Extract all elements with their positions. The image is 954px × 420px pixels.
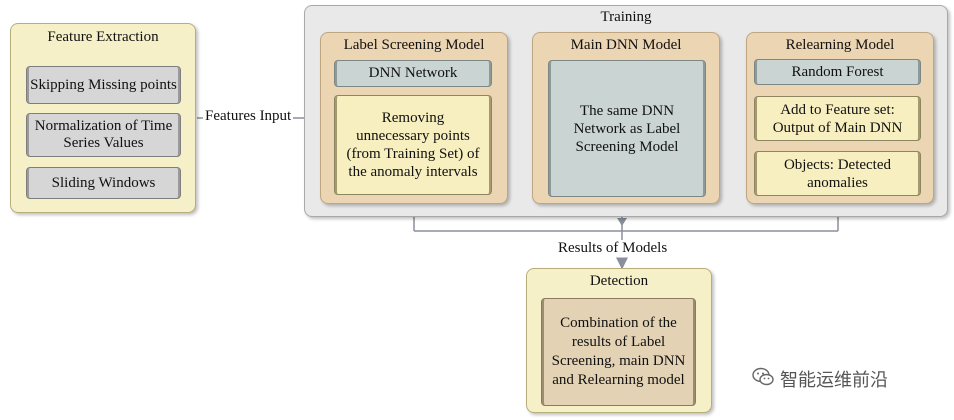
feature-item-normalization: Normalization of Time Series Values [26,113,181,157]
feature-set-box: Add to Feature set: Output of Main DNN [754,96,921,141]
label-screening-description: Removing unnecessary points (from Traini… [334,95,492,195]
detection-title: Detection [589,273,649,289]
main-dnn-description: The same DNN Network as Label Screening … [548,60,706,197]
detection-description: Combination of the results of Label Scre… [541,298,696,406]
feature-item-skipping: Skipping Missing points [26,66,181,104]
random-forest-box: Random Forest [754,59,921,85]
wechat-icon [752,367,774,392]
training-title: Training [600,9,652,25]
main-dnn-title: Main DNN Model [570,37,682,53]
feature-extraction-title: Feature Extraction [47,29,159,45]
features-input-label: Features Input [203,108,294,125]
feature-item-sliding: Sliding Windows [26,167,181,199]
objects-box: Objects: Detected anomalies [754,151,921,196]
arrow-down-head [617,218,627,226]
watermark-text: 智能运维前沿 [780,370,888,391]
results-of-models-label: Results of Models [556,240,670,257]
watermark: 智能运维前沿 [752,366,888,392]
dnn-network-box: DNN Network [334,60,492,87]
label-screening-title: Label Screening Model [343,37,485,53]
relearning-title: Relearning Model [785,37,895,53]
